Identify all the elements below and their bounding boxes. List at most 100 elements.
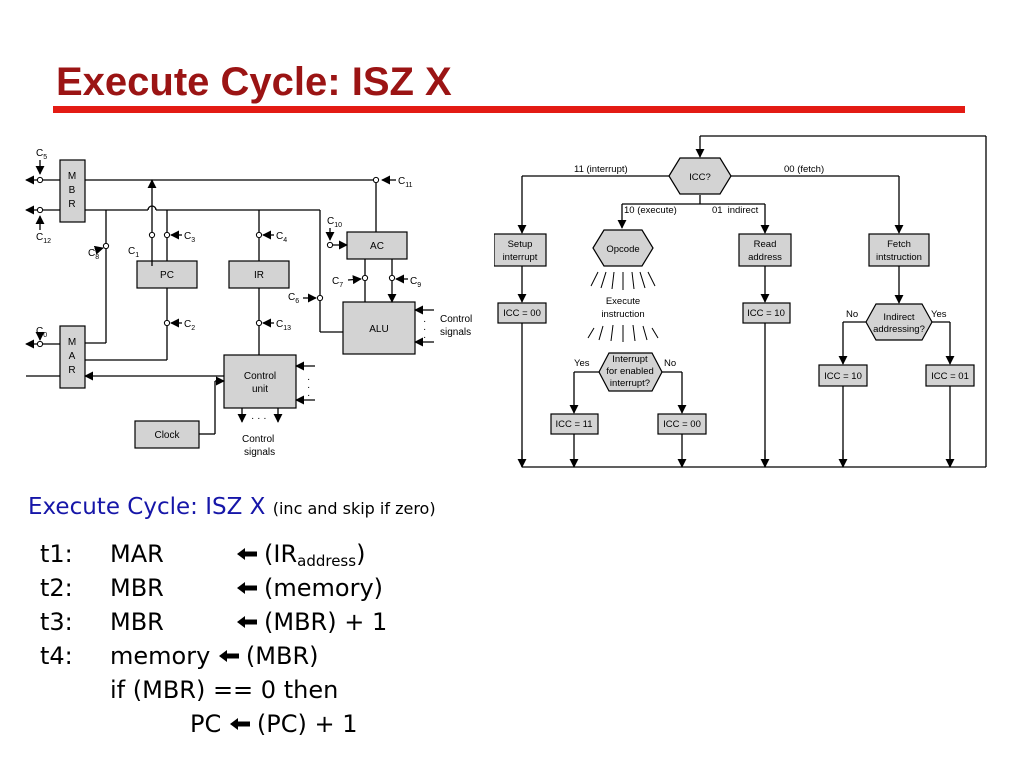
mar-register: M A R	[59, 325, 86, 389]
rtl-expression: (MBR) + 1	[236, 608, 387, 636]
rtl-register: MAR	[110, 540, 164, 568]
rtl-register: memory (MBR)	[110, 642, 319, 670]
svg-text:·: ·	[423, 332, 426, 343]
svg-text:C9: C9	[410, 276, 421, 289]
svg-text:Clock: Clock	[154, 430, 180, 441]
rtl-expression: (IRaddress)	[236, 540, 365, 570]
svg-text:C2: C2	[184, 319, 195, 332]
read-address-box: Read address	[738, 233, 792, 267]
svg-text:·: ·	[307, 382, 310, 393]
rtl-register: MBR	[110, 574, 164, 602]
slide-title: Execute Cycle: ISZ X	[56, 60, 452, 104]
svg-text:A: A	[69, 351, 76, 362]
rtl-expression: (memory)	[236, 574, 383, 602]
interrupt-no-label: No	[664, 358, 676, 369]
branch-fetch-label: 00 (fetch)	[784, 164, 824, 175]
svg-text:C4: C4	[276, 231, 287, 244]
svg-text:addressing?: addressing?	[873, 324, 925, 335]
svg-text:ICC = 11: ICC = 11	[555, 419, 592, 430]
svg-text:C7: C7	[332, 276, 343, 289]
svg-text:C1: C1	[128, 246, 139, 259]
execute-instruction-label-2: instruction	[601, 309, 644, 320]
svg-text:AC: AC	[370, 241, 384, 252]
svg-text:address: address	[748, 252, 782, 263]
svg-text:C3: C3	[184, 231, 195, 244]
interrupt-decision: Interrupt for enabled interrupt?	[598, 352, 663, 392]
icc-decision: ICC?	[668, 157, 732, 195]
mbr-register: M B R	[59, 159, 86, 223]
svg-text:M: M	[68, 337, 76, 348]
rtl-step: t1:	[40, 540, 73, 568]
svg-text:Control: Control	[242, 434, 274, 445]
svg-text:intstruction: intstruction	[876, 252, 922, 263]
control-signals-right: Control signals · · · · · ·	[307, 314, 472, 401]
icc-00-box-left: ICC = 00	[497, 302, 547, 324]
svg-text:Interrupt: Interrupt	[612, 354, 648, 365]
alu-block: ALU	[342, 301, 416, 355]
svg-text:C6: C6	[288, 292, 299, 305]
ac-register: AC	[346, 231, 408, 260]
left-arrow-icon	[236, 547, 258, 561]
flow-connections	[517, 135, 987, 468]
interrupt-yes-label: Yes	[574, 358, 590, 369]
left-arrow-icon	[236, 615, 258, 629]
rtl-condition: if (MBR) == 0 then	[110, 676, 339, 704]
svg-text:for enabled: for enabled	[606, 366, 654, 377]
execute-heading-text: Execute Cycle: ISZ X	[28, 494, 266, 520]
svg-text:ICC = 00: ICC = 00	[503, 308, 541, 319]
icc-01-box: ICC = 01	[925, 364, 975, 387]
svg-text:interrupt?: interrupt?	[610, 378, 650, 389]
title-rule	[53, 106, 965, 113]
left-arrow-icon	[218, 649, 240, 663]
control-points	[36, 176, 396, 348]
svg-text:IR: IR	[254, 270, 264, 281]
pc-register: PC	[136, 260, 198, 289]
rtl-step: t4:	[40, 642, 73, 670]
svg-text:C8: C8	[88, 248, 99, 261]
svg-text:·: ·	[307, 374, 310, 385]
svg-text:M: M	[68, 171, 76, 182]
icc-10-box-no: ICC = 10	[818, 364, 868, 387]
svg-text:unit: unit	[252, 384, 268, 395]
datapath-connections	[25, 175, 434, 435]
icc-10-box-read: ICC = 10	[742, 302, 791, 324]
svg-text:ICC = 00: ICC = 00	[663, 419, 701, 430]
branch-interrupt-label: 11 (interrupt)	[574, 164, 628, 175]
icc-11-box: ICC = 11	[550, 413, 599, 435]
svg-text:C0: C0	[36, 326, 47, 339]
svg-text:C13: C13	[276, 319, 291, 332]
svg-text:C5: C5	[36, 148, 47, 161]
svg-text:· · ·: · · ·	[251, 413, 267, 424]
rtl-register: MBR	[110, 608, 164, 636]
signal-labels: C5 C11 C12 C8 C1 C3 C4 C10 C7 C9 C6 C2 C…	[35, 148, 421, 341]
svg-text:Control: Control	[440, 314, 472, 325]
svg-text:ICC?: ICC?	[689, 172, 711, 183]
indirect-addressing-decision: Indirect addressing?	[865, 303, 933, 341]
svg-text:R: R	[68, 365, 75, 376]
svg-text:signals: signals	[244, 447, 275, 458]
svg-text:·: ·	[423, 316, 426, 327]
execute-cycle-heading: Execute Cycle: ISZ X (inc and skip if ze…	[28, 494, 436, 520]
svg-text:B: B	[69, 185, 76, 196]
rtl-pc-update: PC (PC) + 1	[190, 710, 358, 738]
svg-text:Fetch: Fetch	[887, 239, 911, 250]
opcode-hexagon: Opcode	[592, 229, 654, 267]
svg-text:ICC = 10: ICC = 10	[824, 371, 862, 382]
indirect-yes-label: Yes	[931, 309, 947, 320]
svg-text:C11: C11	[398, 176, 413, 189]
instruction-cycle-flowchart: ICC? 11 (interrupt) 00 (fetch) 10 (execu…	[494, 135, 987, 468]
branch-execute-label: 10 (execute)	[624, 205, 677, 216]
clock-block: Clock	[134, 420, 200, 449]
svg-text:C10: C10	[327, 216, 342, 229]
svg-text:R: R	[68, 199, 75, 210]
rtl-step: t3:	[40, 608, 73, 636]
execute-burst	[587, 271, 659, 342]
left-arrow-icon	[229, 717, 251, 731]
svg-text:ALU: ALU	[369, 324, 388, 335]
svg-text:Control: Control	[244, 371, 276, 382]
icc-00-box-right: ICC = 00	[657, 413, 707, 435]
fetch-instruction-box: Fetch intstruction	[868, 233, 930, 267]
svg-text:Read: Read	[754, 239, 777, 250]
svg-text:signals: signals	[440, 327, 471, 338]
